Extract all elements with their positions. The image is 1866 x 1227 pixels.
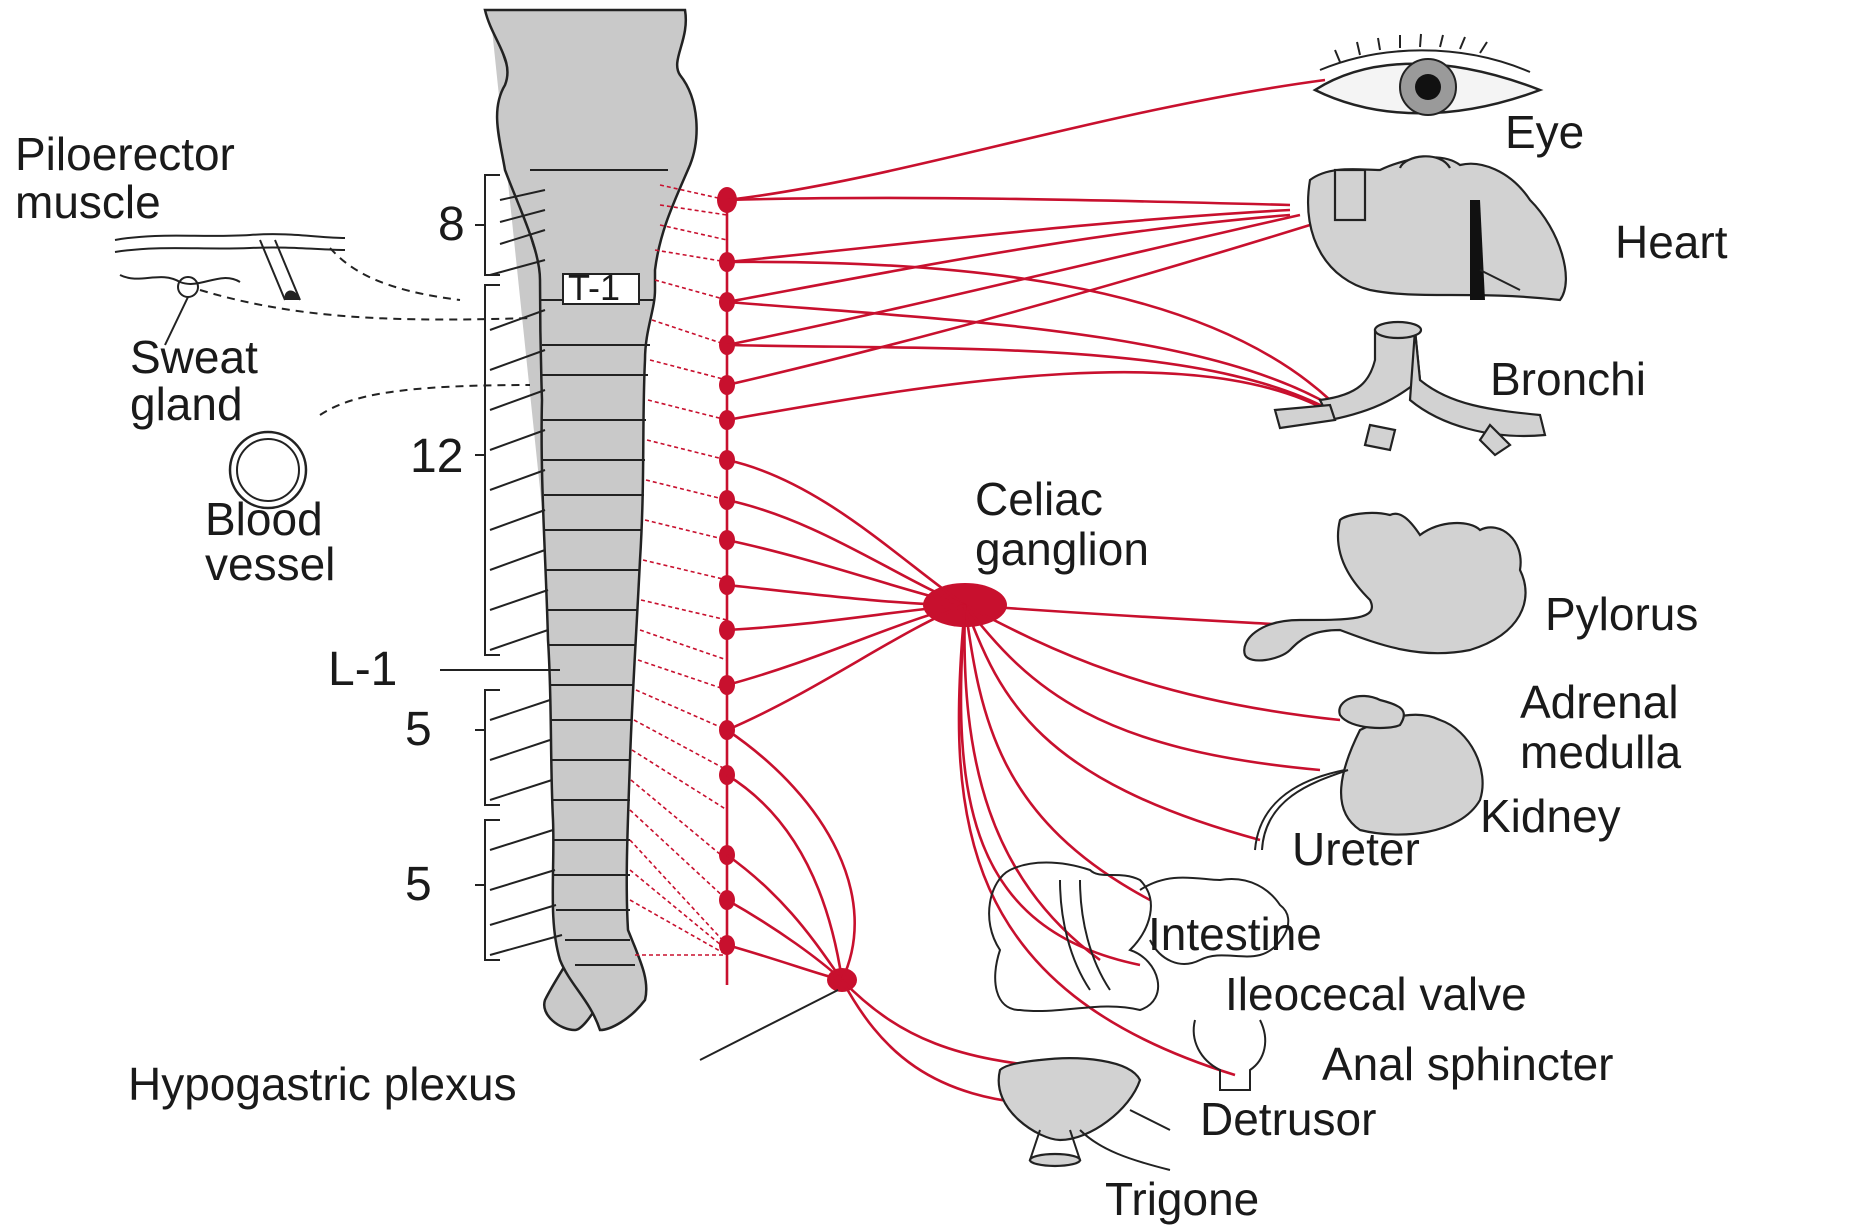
stomach-icon	[1244, 513, 1525, 661]
leader-lines	[700, 990, 838, 1060]
segment-number-sacral-5: 5	[405, 858, 432, 911]
segment-label-l1: L-1	[328, 643, 397, 696]
label-eye: Eye	[1505, 106, 1584, 158]
label-adrenal-line1: Adrenal	[1520, 676, 1679, 728]
label-celiac-line1: Celiac	[975, 473, 1103, 525]
sweat-gland-icon	[178, 277, 198, 297]
label-piloerector-line2: muscle	[15, 176, 161, 228]
segment-number-lumbar-5: 5	[405, 703, 432, 756]
label-detrusor: Detrusor	[1200, 1093, 1376, 1145]
eye-icon	[1315, 34, 1540, 115]
label-blood-line2: vessel	[205, 538, 335, 590]
label-ureter: Ureter	[1292, 823, 1420, 875]
label-trigone: Trigone	[1105, 1173, 1259, 1225]
segment-number-8: 8	[438, 198, 465, 251]
label-ileocecal-valve: Ileocecal valve	[1225, 968, 1527, 1020]
label-kidney: Kidney	[1480, 790, 1621, 842]
segment-number-12: 12	[410, 430, 463, 483]
label-sweat-line2: gland	[130, 378, 243, 430]
label-anal-sphincter: Anal sphincter	[1322, 1038, 1614, 1090]
label-adrenal-line2: medulla	[1520, 726, 1682, 778]
label-heart: Heart	[1615, 216, 1728, 268]
label-bronchi: Bronchi	[1490, 353, 1646, 405]
label-pylorus: Pylorus	[1545, 588, 1698, 640]
label-celiac-line2: ganglion	[975, 523, 1149, 575]
bladder-icon	[999, 1058, 1170, 1170]
label-intestine: Intestine	[1148, 908, 1322, 960]
label-hypogastric-plexus: Hypogastric plexus	[128, 1058, 517, 1110]
label-piloerector-line1: Piloerector	[15, 128, 235, 180]
label-sweat-line1: Sweat	[130, 331, 258, 383]
segment-label-t1: T-1	[568, 267, 620, 308]
heart-icon	[1308, 156, 1566, 300]
